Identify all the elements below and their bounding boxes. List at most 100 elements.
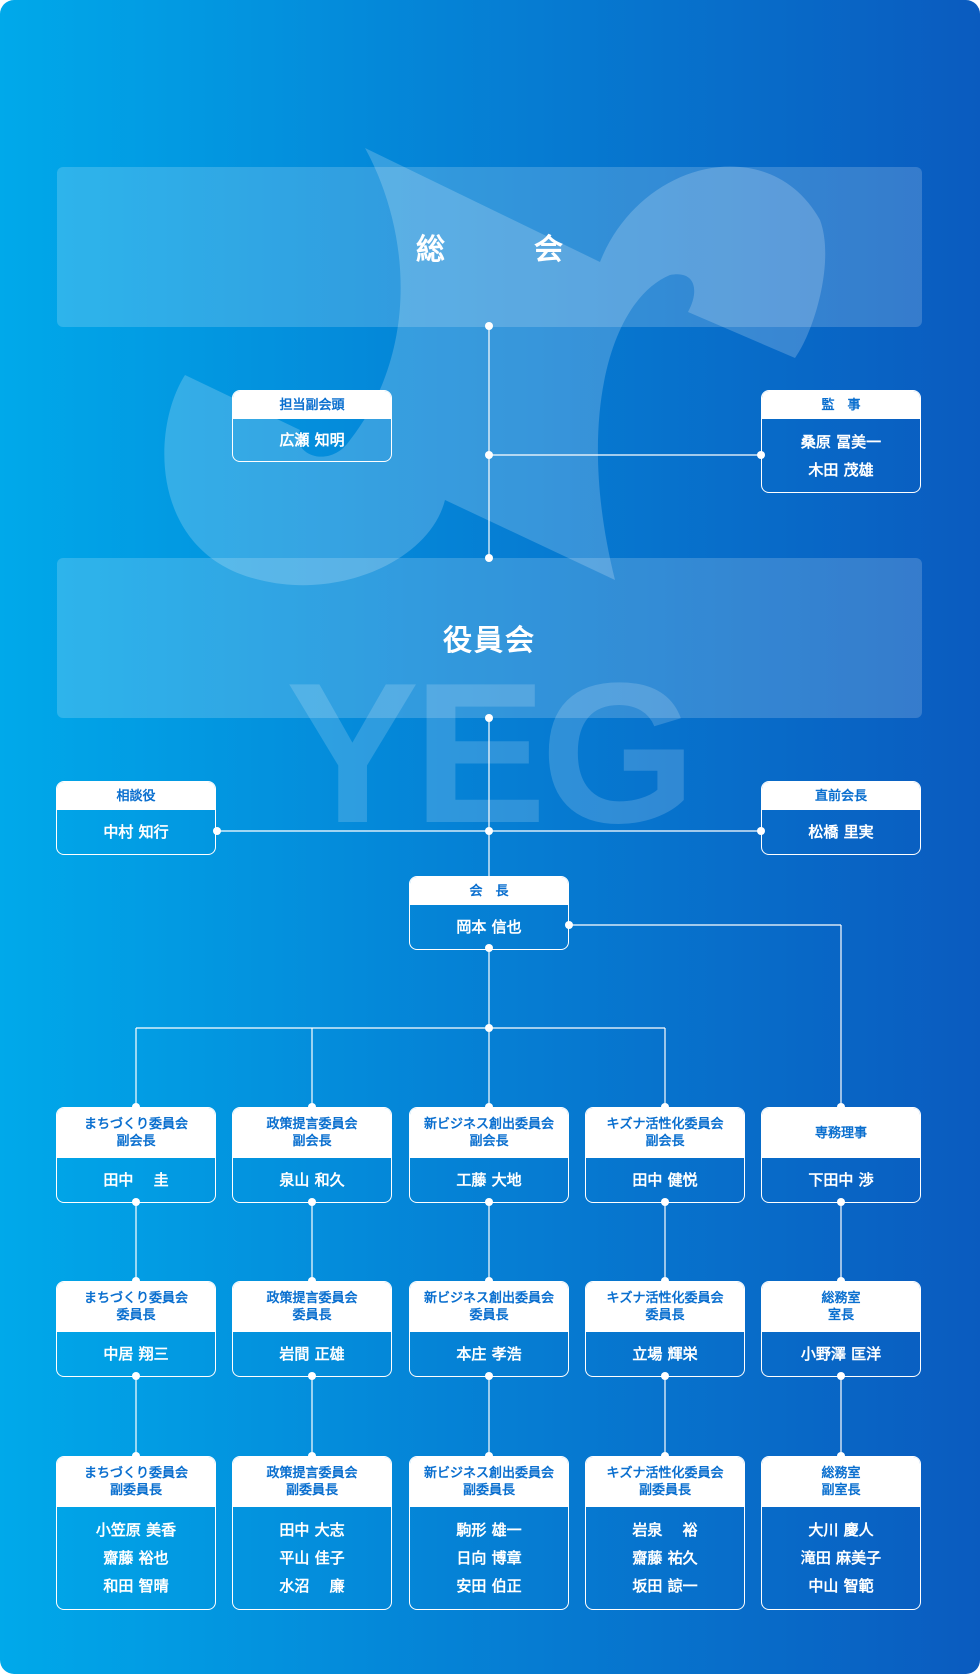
president-box: 会 長 岡本 信也 bbox=[409, 876, 569, 950]
member-name: 和田 智晴 bbox=[103, 1577, 169, 1595]
member-name: 小野澤 匡洋 bbox=[800, 1345, 882, 1363]
member-name: 工藤 大地 bbox=[456, 1171, 522, 1189]
box-names: 松橋 里実 bbox=[762, 810, 920, 854]
kizuna-vice-chair-box: キズナ活性化委員会 副委員長 岩泉 裕 齋藤 祐久 坂田 諒一 bbox=[585, 1456, 745, 1610]
auditor-box: 監 事 桑原 冨美一 木田 茂雄 bbox=[761, 390, 921, 493]
box-names: 小野澤 匡洋 bbox=[762, 1332, 920, 1376]
box-title: 総務室 副室長 bbox=[762, 1457, 920, 1507]
box-title: 政策提言委員会 委員長 bbox=[233, 1282, 391, 1332]
member-name: 坂田 諒一 bbox=[632, 1577, 698, 1595]
box-names: 岩泉 裕 齋藤 祐久 坂田 諒一 bbox=[586, 1507, 744, 1609]
member-name: 下田中 渉 bbox=[808, 1171, 874, 1189]
box-names: 岩間 正雄 bbox=[233, 1332, 391, 1376]
new-business-vice-chair-box: 新ビジネス創出委員会 副委員長 駒形 雄一 日向 博章 安田 伯正 bbox=[409, 1456, 569, 1610]
member-name: 桑原 冨美一 bbox=[800, 432, 882, 451]
board-label: 役員会 bbox=[442, 623, 536, 657]
box-title: キズナ活性化委員会 副委員長 bbox=[586, 1457, 744, 1507]
new-business-vice-president-box: 新ビジネス創出委員会 副会長 工藤 大地 bbox=[409, 1107, 569, 1203]
box-title: キズナ活性化委員会 委員長 bbox=[586, 1282, 744, 1332]
kizuna-vice-president-box: キズナ活性化委員会 副会長 田中 健悦 bbox=[585, 1107, 745, 1203]
member-name: 滝田 麻美子 bbox=[800, 1549, 882, 1567]
member-name: 中山 智範 bbox=[808, 1577, 874, 1595]
box-names: 広瀬 知明 bbox=[233, 419, 391, 461]
member-name: 岩間 正雄 bbox=[279, 1345, 345, 1363]
member-name: 立場 輝栄 bbox=[632, 1345, 698, 1363]
connector-dot bbox=[565, 921, 573, 929]
member-name: 田中 大志 bbox=[279, 1521, 345, 1539]
box-title: まちづくり委員会 副委員長 bbox=[57, 1457, 215, 1507]
box-names: 中居 翔三 bbox=[57, 1332, 215, 1376]
box-names: 本庄 孝浩 bbox=[410, 1332, 568, 1376]
box-names: 下田中 渉 bbox=[762, 1158, 920, 1202]
machizukuri-vice-chair-box: まちづくり委員会 副委員長 小笠原 美香 齋藤 裕也 和田 智晴 bbox=[56, 1456, 216, 1610]
member-name: 松橋 里実 bbox=[808, 823, 874, 841]
box-title: 新ビジネス創出委員会 委員長 bbox=[410, 1282, 568, 1332]
member-name: 齋藤 祐久 bbox=[632, 1549, 698, 1567]
general-affairs-deputy-box: 総務室 副室長 大川 慶人 滝田 麻美子 中山 智範 bbox=[761, 1456, 921, 1610]
connector-dot bbox=[485, 827, 493, 835]
box-title: キズナ活性化委員会 副会長 bbox=[586, 1108, 744, 1158]
box-title: まちづくり委員会 委員長 bbox=[57, 1282, 215, 1332]
box-title: 新ビジネス創出委員会 副会長 bbox=[410, 1108, 568, 1158]
box-title: 政策提言委員会 副会長 bbox=[233, 1108, 391, 1158]
past-president-box: 直前会長 松橋 里実 bbox=[761, 781, 921, 855]
box-title: 専務理事 bbox=[762, 1108, 920, 1158]
box-names: 桑原 冨美一 木田 茂雄 bbox=[762, 419, 920, 492]
member-name: 平山 佳子 bbox=[279, 1549, 345, 1567]
box-title: 総務室 室長 bbox=[762, 1282, 920, 1332]
member-name: 岡本 信也 bbox=[456, 918, 522, 936]
member-name: 本庄 孝浩 bbox=[456, 1345, 522, 1363]
general-affairs-head-box: 総務室 室長 小野澤 匡洋 bbox=[761, 1281, 921, 1377]
connector-dot bbox=[485, 554, 493, 562]
connector-dot bbox=[485, 944, 493, 952]
box-names: 小笠原 美香 齋藤 裕也 和田 智晴 bbox=[57, 1507, 215, 1609]
connector-dot bbox=[485, 451, 493, 459]
member-name: 齋藤 裕也 bbox=[103, 1549, 169, 1567]
board-band: 役員会 bbox=[57, 558, 922, 718]
box-names: 岡本 信也 bbox=[410, 905, 568, 949]
member-name: 中村 知行 bbox=[103, 823, 169, 841]
member-name: 安田 伯正 bbox=[456, 1577, 522, 1595]
policy-vice-chair-box: 政策提言委員会 副委員長 田中 大志 平山 佳子 水沼 廉 bbox=[232, 1456, 392, 1610]
connector-dot bbox=[485, 714, 493, 722]
box-names: 大川 慶人 滝田 麻美子 中山 智範 bbox=[762, 1507, 920, 1609]
member-name: 水沼 廉 bbox=[279, 1577, 345, 1595]
general-assembly-label: 総 会 bbox=[415, 232, 593, 266]
box-title: 担当副会頭 bbox=[233, 391, 391, 419]
member-name: 田中 健悦 bbox=[632, 1171, 698, 1189]
member-name: 日向 博章 bbox=[456, 1549, 522, 1567]
member-name: 田中 圭 bbox=[103, 1171, 169, 1189]
policy-chair-box: 政策提言委員会 委員長 岩間 正雄 bbox=[232, 1281, 392, 1377]
box-title: 新ビジネス創出委員会 副委員長 bbox=[410, 1457, 568, 1507]
advisor-box: 相談役 中村 知行 bbox=[56, 781, 216, 855]
kizuna-chair-box: キズナ活性化委員会 委員長 立場 輝栄 bbox=[585, 1281, 745, 1377]
box-title: 会 長 bbox=[410, 877, 568, 905]
box-title: 監 事 bbox=[762, 391, 920, 419]
vice-president-in-charge-box: 担当副会頭 広瀬 知明 bbox=[232, 390, 392, 462]
new-business-chair-box: 新ビジネス創出委員会 委員長 本庄 孝浩 bbox=[409, 1281, 569, 1377]
box-names: 中村 知行 bbox=[57, 810, 215, 854]
member-name: 岩泉 裕 bbox=[632, 1521, 698, 1539]
policy-vice-president-box: 政策提言委員会 副会長 泉山 和久 bbox=[232, 1107, 392, 1203]
box-title: 政策提言委員会 副委員長 bbox=[233, 1457, 391, 1507]
box-names: 立場 輝栄 bbox=[586, 1332, 744, 1376]
box-names: 田中 大志 平山 佳子 水沼 廉 bbox=[233, 1507, 391, 1609]
box-names: 駒形 雄一 日向 博章 安田 伯正 bbox=[410, 1507, 568, 1609]
box-title: 直前会長 bbox=[762, 782, 920, 810]
box-names: 泉山 和久 bbox=[233, 1158, 391, 1202]
member-name: 大川 慶人 bbox=[808, 1521, 874, 1539]
general-assembly-band: 総 会 bbox=[57, 167, 922, 327]
member-name: 小笠原 美香 bbox=[95, 1521, 177, 1539]
box-title: 相談役 bbox=[57, 782, 215, 810]
machizukuri-chair-box: まちづくり委員会 委員長 中居 翔三 bbox=[56, 1281, 216, 1377]
logo-swoosh-shape bbox=[164, 148, 826, 586]
member-name: 泉山 和久 bbox=[279, 1171, 345, 1189]
box-names: 工藤 大地 bbox=[410, 1158, 568, 1202]
member-name: 木田 茂雄 bbox=[808, 460, 874, 479]
machizukuri-vice-president-box: まちづくり委員会 副会長 田中 圭 bbox=[56, 1107, 216, 1203]
box-names: 田中 健悦 bbox=[586, 1158, 744, 1202]
box-title: まちづくり委員会 副会長 bbox=[57, 1108, 215, 1158]
